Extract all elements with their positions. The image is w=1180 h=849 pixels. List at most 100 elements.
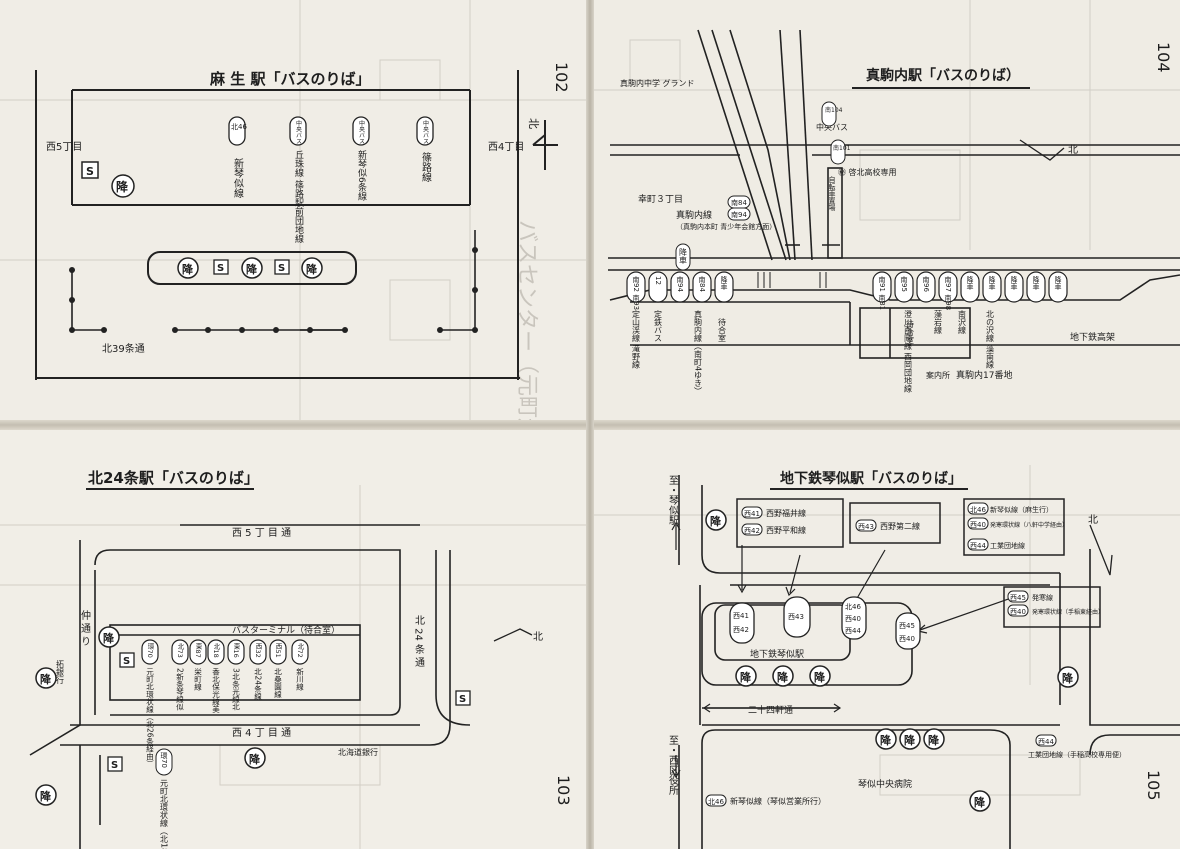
outer-route: 環70 元町北環状線（北18条経由） bbox=[155, 748, 173, 849]
route-badge: 東16 bbox=[232, 642, 240, 658]
route-group-west45: 西45 発寒線 西40 発寒環状線（手稲東経由） bbox=[1003, 586, 1104, 628]
bus-stop-sign-icon: S bbox=[455, 690, 471, 706]
svg-text:降: 降 bbox=[974, 795, 986, 809]
route-group-west43: 西43 西野第二線 bbox=[849, 502, 941, 544]
route-name: 南沢線 bbox=[958, 309, 967, 334]
street-west-4: 西4丁目 bbox=[488, 142, 524, 153]
north-arrow-icon bbox=[1089, 524, 1113, 576]
svg-text:S: S bbox=[86, 165, 94, 178]
bay-label: 降車 bbox=[966, 275, 974, 291]
subway-elevated: 地下鉄高架 bbox=[1070, 331, 1115, 343]
alight-mark-icon: 降 bbox=[899, 728, 921, 750]
bay-9: 降車 bbox=[960, 271, 980, 303]
bus-terminal: バスターミナル（待合室） bbox=[232, 624, 340, 636]
route-badge: 北72 bbox=[296, 643, 304, 658]
svg-text:降: 降 bbox=[249, 752, 261, 766]
alight-marks: 降降降降降降降降降 bbox=[705, 509, 1079, 812]
svg-text:西40: 西40 bbox=[899, 635, 915, 643]
compass-label: 北 bbox=[533, 631, 543, 643]
svg-text:S: S bbox=[459, 694, 466, 705]
svg-text:S: S bbox=[217, 263, 224, 274]
svg-text:S: S bbox=[278, 263, 285, 274]
compass-label: 北 bbox=[1068, 144, 1078, 156]
svg-text:降: 降 bbox=[40, 672, 52, 686]
route-name: 澄川西岡線 西岡団地線 bbox=[904, 309, 913, 393]
bay-5: 南91 南81 bbox=[872, 271, 892, 310]
route-shinoro: 中央バス 篠路線 bbox=[416, 116, 434, 182]
bay-7: 南96 bbox=[916, 271, 936, 303]
svg-text:西42: 西42 bbox=[733, 626, 749, 634]
route-name: 2新条琴線似 bbox=[175, 668, 184, 710]
svg-text:西45: 西45 bbox=[899, 622, 915, 630]
route-badge: 北18 bbox=[212, 643, 220, 658]
svg-text:西40: 西40 bbox=[845, 615, 861, 623]
school-ground: 真駒内中学 グランド bbox=[620, 78, 695, 88]
page-title: 北24条駅「バスのりば」 bbox=[88, 469, 259, 487]
street-north-24: 北 24 条 通 bbox=[413, 615, 425, 667]
alight-mark-icon: 降 bbox=[111, 174, 135, 198]
street-naka: 仲 通 り bbox=[79, 609, 91, 647]
page-asabu: バスセンター（元町連絡口） bbox=[0, 0, 590, 425]
page-title: 麻 生 駅「バスのりば」 bbox=[209, 70, 370, 88]
svg-text:北46: 北46 bbox=[845, 603, 861, 611]
route-name: 新琴似線 bbox=[232, 157, 244, 198]
bay-12: 降車 bbox=[1026, 271, 1046, 303]
makomanai-line-label: 真駒内線 bbox=[676, 209, 712, 221]
north-arrow-icon bbox=[1019, 139, 1065, 161]
route-name: 北24条線 bbox=[253, 668, 262, 701]
street-west-5: 西5丁目 bbox=[46, 142, 82, 153]
svg-text:発寒線: 発寒線 bbox=[1032, 593, 1053, 602]
svg-text:工業団地線: 工業団地線 bbox=[990, 541, 1025, 550]
svg-text:S: S bbox=[111, 760, 118, 771]
svg-text:降: 降 bbox=[740, 670, 752, 684]
bay-label: 南92 南93 bbox=[632, 275, 640, 310]
page-kotoni: 地下鉄琴似駅「バスのりば」 105 北 至・琴似駅 至・西区役所 地下鉄琴似駅 … bbox=[590, 425, 1180, 849]
badge-south101: 南101 bbox=[830, 139, 851, 165]
svg-text:西41: 西41 bbox=[744, 510, 760, 518]
alight-mark-icon: 降 bbox=[98, 626, 120, 648]
alight-mark-icon: 降 bbox=[177, 257, 199, 279]
svg-text:降: 降 bbox=[814, 670, 826, 684]
alight-mark-icon: 降 bbox=[875, 728, 897, 750]
bay-11: 降車 bbox=[1004, 271, 1024, 303]
bay-label: 降車 bbox=[1054, 275, 1062, 291]
page-title: 真駒内駅「バスのりば） bbox=[866, 67, 1020, 84]
bottom-route: 北46 新琴似線（琴似営業所行） bbox=[705, 794, 826, 807]
page-number: 103 bbox=[554, 775, 573, 806]
svg-text:南84: 南84 bbox=[731, 198, 747, 207]
route-badge: 中央バス bbox=[358, 119, 365, 144]
street-nijuyonken: 二十四軒通 bbox=[748, 704, 793, 716]
page-number: 105 bbox=[1144, 770, 1163, 801]
route-name: 栄町線 bbox=[193, 667, 202, 691]
alight-mark-icon: 降 bbox=[35, 784, 57, 806]
svg-text:西44: 西44 bbox=[1038, 738, 1054, 746]
bay-10: 降車 bbox=[982, 271, 1002, 303]
bay-label: 12 bbox=[654, 276, 662, 285]
alight-mark-icon: 降 bbox=[923, 728, 945, 750]
page-title: 地下鉄琴似駅「バスのりば」 bbox=[780, 470, 962, 487]
route-okadama: 中央バス 丘珠線 篠路駅前団地線 bbox=[289, 116, 307, 243]
bay-label: 降車 bbox=[988, 275, 996, 291]
north-arrow-icon bbox=[493, 628, 533, 642]
stop-pill-west41-42: 西41 西42 bbox=[729, 602, 755, 644]
svg-text:西野福井線: 西野福井線 bbox=[766, 508, 806, 518]
bay-3: 南84 bbox=[692, 271, 712, 303]
keihoku-label: ㊙ 啓北高校専用 bbox=[838, 167, 897, 177]
svg-text:西43: 西43 bbox=[788, 613, 804, 621]
compass-label: 北 bbox=[527, 118, 540, 129]
street-west-4: 西 4 丁 目 通 bbox=[232, 727, 291, 739]
route-badge: 中央バス bbox=[295, 119, 302, 144]
svg-text:工業団地線（手稲高校専用便）: 工業団地線（手稲高校専用便） bbox=[1028, 750, 1126, 759]
svg-text:南94: 南94 bbox=[731, 210, 747, 219]
bay-label: 南95 bbox=[900, 275, 908, 292]
svg-text:環70: 環70 bbox=[160, 752, 168, 768]
alight-bay: 降車 bbox=[675, 243, 691, 271]
bus-stop-sign-icon: S bbox=[119, 652, 135, 668]
to-nishiku-office: 至・西区役所 bbox=[667, 735, 679, 796]
page-number: 104 bbox=[1154, 42, 1173, 73]
stop-pill-west45: 西45 西40 bbox=[895, 612, 921, 650]
svg-text:降: 降 bbox=[904, 733, 916, 747]
